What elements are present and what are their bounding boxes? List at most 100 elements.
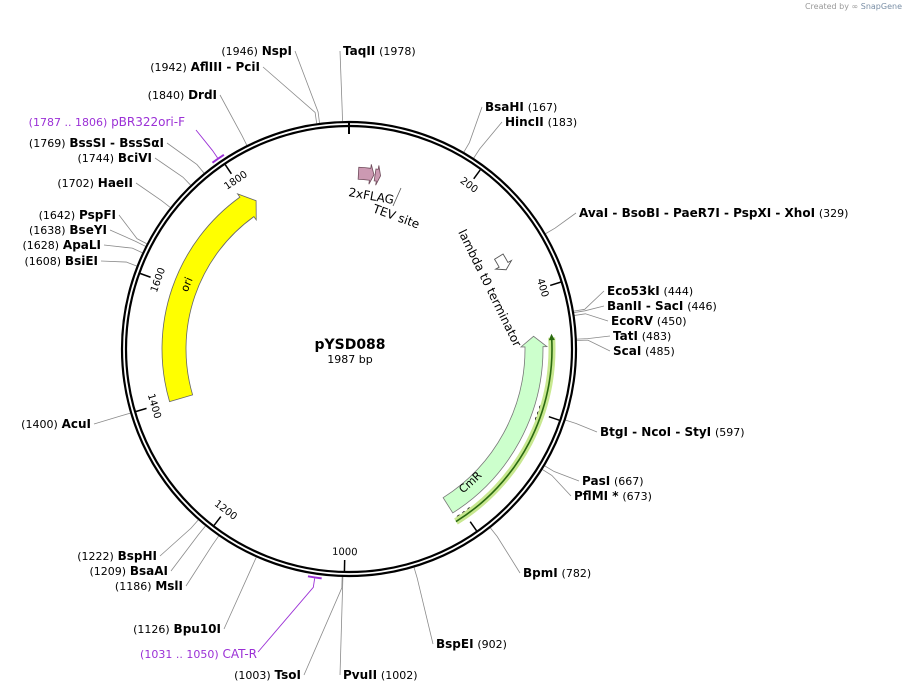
banii-site-label: BanII - SacI (446) (607, 299, 717, 313)
bsahi-leader-line (463, 106, 483, 153)
scai-leader-line (576, 339, 611, 352)
bpmi-leader-line (490, 527, 521, 574)
drdi-site-name: DrdI (188, 88, 217, 102)
lambda-terminator-label: lambda t0 terminator (455, 227, 524, 349)
bcivi-leader-line (154, 157, 191, 186)
tsoi-site-label: (1003) TsoI (234, 668, 301, 682)
btgi-site-label: BtgI - NcoI - StyI (597) (600, 425, 745, 439)
tick-800 (469, 521, 478, 532)
bsaai-site-position: (1209) (89, 565, 126, 578)
bsaai-site-name: BsaAI (130, 564, 168, 578)
nspi-site-name: NspI (262, 44, 292, 58)
bpu10i-site-label: (1126) Bpu10I (133, 622, 221, 636)
eco53ki-site-name: Eco53kI (607, 284, 660, 298)
plasmid-name: pYSD088 (314, 337, 385, 353)
pbr322ori-site-label: (1787 .. 1806) pBR322ori-F (29, 115, 185, 129)
svg-text:ori: ori (178, 275, 195, 293)
pasi-leader-line (544, 465, 580, 482)
nspi-leader-line (294, 50, 320, 123)
bspei-leader-line (413, 567, 434, 645)
ecorv-site-position: (450) (657, 315, 687, 328)
btgi-site-position: (597) (715, 426, 745, 439)
bcivi-site-name: BciVI (118, 151, 152, 165)
haeii-leader-line (135, 182, 171, 208)
bcivi-site-position: (1744) (77, 152, 114, 165)
site-leaders (93, 50, 611, 676)
btgi-leader-line (565, 419, 598, 433)
apali-site-name: ApaLI (63, 238, 101, 252)
msli-site-position: (1186) (115, 580, 152, 593)
tick-400 (549, 281, 561, 287)
snapgene-credit: Created by ∞ SnapGene (805, 2, 902, 11)
taqii-site-position: (1978) (379, 45, 416, 58)
tick-1200 (213, 516, 222, 526)
banii-site-name: BanII - SacI (607, 299, 683, 313)
bpu10i-site-position: (1126) (133, 623, 170, 636)
primer-marks (211, 153, 322, 580)
avai-site-label: AvaI - BsoBI - PaeR7I - PspXI - XhoI (32… (579, 206, 848, 220)
acui-site-name: AcuI (62, 417, 91, 431)
catr-site-name: CAT-R (222, 647, 257, 661)
tev-feature-label: TEV site (370, 201, 421, 231)
bpmi-site-label: BpmI (782) (523, 566, 591, 580)
credit-brand: SnapGene (860, 2, 902, 11)
bspei-site-position: (902) (477, 638, 507, 651)
pvuii-site-name: PvuII (343, 668, 377, 682)
pspfi-leader-line (118, 214, 147, 245)
flag-feature-label: 2xFLAG (347, 185, 395, 207)
snapgene-logo-icon: ∞ (851, 2, 859, 11)
bsiei-site-position: (1608) (25, 255, 62, 268)
cmr-strand-line (455, 337, 553, 523)
lambda-terminator-arrow (493, 253, 513, 271)
tati-site-label: TatI (483) (613, 329, 671, 343)
pspfi-site-label: (1642) PspFI (39, 208, 116, 222)
tati-leader-line (576, 335, 611, 340)
btgi-site-name: BtgI - NcoI - StyI (600, 425, 711, 439)
msli-site-name: MslI (155, 579, 183, 593)
ecorv-site-name: EcoRV (611, 314, 654, 328)
apali-leader-line (103, 244, 143, 254)
eco53ki-site-label: Eco53kI (444) (607, 284, 693, 298)
credit-prefix: Created by (804, 2, 849, 11)
bsphi-leader-line (159, 519, 199, 557)
bsahi-site-position: (167) (528, 101, 558, 114)
tsoi-site-position: (1003) (234, 669, 271, 682)
bseyi-site-name: BseYI (69, 223, 107, 237)
bpu10i-site-name: Bpu10I (174, 622, 221, 636)
haeii-site-name: HaeII (98, 176, 133, 190)
banii-leader-line (574, 305, 605, 313)
pvuii-leader-line (339, 576, 344, 676)
bsphi-site-label: (1222) BspHI (77, 549, 157, 563)
haeii-site-position: (1702) (57, 177, 94, 190)
catr-site-label: (1031 .. 1050) CAT-R (140, 647, 257, 661)
nspi-site-position: (1946) (221, 45, 258, 58)
eco53ki-site-position: (444) (664, 285, 694, 298)
catr-primer-leader (257, 578, 316, 653)
tati-site-name: TatI (613, 329, 638, 343)
apali-site-label: (1628) ApaLI (23, 238, 102, 252)
pvuii-site-label: PvuII (1002) (343, 668, 418, 682)
pasi-site-position: (667) (614, 475, 644, 488)
tick-1800 (224, 164, 232, 175)
bsssi-site-name: BssSI - BssSαI (69, 136, 164, 150)
tick-label-1400: 1400 (145, 393, 163, 421)
ecorv-leader-line (574, 313, 609, 322)
taqii-leader-line (339, 50, 343, 122)
tick-1600 (139, 272, 151, 278)
hincii-site-position: (183) (548, 116, 578, 129)
bsssi-site-label: (1769) BssSI - BssSαI (29, 136, 164, 150)
afliii-site-label: (1942) AflIII - PciI (150, 60, 260, 74)
tick-200 (473, 169, 481, 180)
hincii-leader-line (473, 121, 503, 159)
bseyi-leader-line (109, 229, 146, 247)
avai-site-name: AvaI - BsoBI - PaeR7I - PspXI - XhoI (579, 206, 815, 220)
drdi-leader-line (219, 94, 248, 146)
bsaai-site-label: (1209) BsaAI (89, 564, 168, 578)
plasmid-backbone (120, 120, 578, 578)
tick-label-200: 200 (458, 176, 480, 196)
bsahi-site-name: BsaHI (485, 100, 524, 114)
taqii-site-label: TaqII (1978) (343, 44, 416, 58)
bsiei-site-name: BsiEI (65, 254, 98, 268)
